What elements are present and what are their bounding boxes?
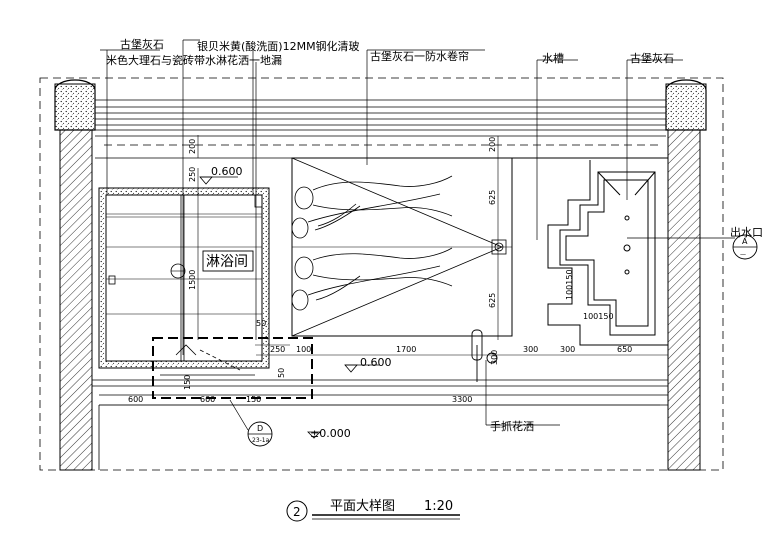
dim-625-top: 625 bbox=[488, 190, 497, 205]
label-shower-room: 淋浴间 bbox=[206, 254, 248, 270]
label-silver-glass: 银贝米黄(酸洗面)12MM钢化清玻 bbox=[197, 39, 360, 53]
dim-300-b: 300 bbox=[560, 345, 575, 354]
section-a-ref: — bbox=[740, 251, 746, 258]
leader-lines bbox=[100, 39, 735, 426]
floor-edge-lines bbox=[92, 379, 668, 470]
dim-100-row: 100 bbox=[296, 345, 311, 354]
section-d-ref: 23-1a bbox=[252, 437, 270, 444]
section-marker-d bbox=[229, 399, 273, 447]
dim-100150-h: 100150 bbox=[583, 312, 614, 321]
shower-room bbox=[98, 187, 270, 369]
label-gubao-stone-right: 古堡灰石 bbox=[630, 51, 674, 65]
faucet-hole bbox=[624, 215, 630, 221]
hand-shower-fixture bbox=[471, 329, 498, 382]
title-number: 2 bbox=[293, 505, 301, 519]
right-column-cap bbox=[665, 83, 707, 131]
dim-1700: 1700 bbox=[396, 345, 416, 354]
section-marker-a bbox=[732, 234, 758, 260]
dim-300-a: 300 bbox=[523, 345, 538, 354]
title-block bbox=[286, 500, 460, 522]
label-hand-shower: 手抓花洒 bbox=[490, 419, 534, 433]
left-column-cap bbox=[54, 83, 96, 131]
faucet-hole-2 bbox=[624, 269, 630, 275]
top-stone-bands bbox=[95, 99, 668, 159]
title-scale: 1:20 bbox=[424, 499, 453, 514]
dimension-texts: 200 250 1500 50 150 50 200 625 625 300 2… bbox=[128, 137, 632, 404]
level-texts: 0.600 0.600 ±0.000 bbox=[211, 165, 392, 440]
dim-650: 650 bbox=[617, 345, 632, 354]
label-beige-marble: 米色大理石与瓷砖带水淋花洒一地漏 bbox=[106, 53, 282, 67]
section-a-letter: A bbox=[742, 237, 748, 246]
dim-200-left: 200 bbox=[188, 139, 197, 154]
material-labels: 古堡灰石 米色大理石与瓷砖带水淋花洒一地漏 银贝米黄(酸洗面)12MM钢化清玻 … bbox=[106, 37, 763, 433]
sink-counter bbox=[512, 157, 669, 346]
dim-625-bottom: 625 bbox=[488, 293, 497, 308]
section-mark-texts: A — D 23-1a bbox=[252, 237, 748, 444]
shower-valve bbox=[254, 194, 263, 208]
dim-250-row: 250 bbox=[270, 345, 285, 354]
level-0000: ±0.000 bbox=[310, 427, 351, 440]
label-sink: 水槽 bbox=[542, 52, 564, 65]
detail-callout-box bbox=[152, 337, 313, 399]
shower-door-handle bbox=[108, 275, 116, 285]
outlet-hole bbox=[623, 244, 631, 252]
dim-50-top: 50 bbox=[256, 319, 266, 328]
outer-dashed-frame bbox=[39, 77, 724, 471]
dim-300-v: 300 bbox=[490, 350, 499, 365]
level-0600-top: 0.600 bbox=[211, 165, 243, 178]
level-0600-mid: 0.600 bbox=[360, 356, 392, 369]
label-gubao-stone-left: 古堡灰石 bbox=[120, 37, 164, 51]
section-d-letter: D bbox=[257, 424, 263, 433]
wash-basin bbox=[559, 171, 656, 336]
dim-600-a: 600 bbox=[128, 395, 143, 404]
dim-200-mid: 200 bbox=[488, 137, 497, 152]
title-text: 平面大样图 bbox=[330, 499, 395, 514]
left-wall bbox=[54, 79, 96, 471]
dim-1500: 1500 bbox=[188, 270, 197, 290]
drawing-frame bbox=[39, 77, 724, 471]
dim-150-left: 150 bbox=[183, 375, 192, 390]
dimension-lines bbox=[99, 135, 668, 406]
label-gubao-waterproof: 古堡灰石一防水卷帘 bbox=[370, 49, 469, 63]
reclining-figure-top bbox=[291, 175, 453, 239]
dim-100150-v: 100150 bbox=[565, 269, 574, 300]
dim-150-row: 150 bbox=[246, 395, 261, 404]
label-outlet: 出水口 bbox=[730, 225, 763, 239]
dim-600-b: 600 bbox=[200, 395, 215, 404]
title-texts: 2 平面大样图 1:20 bbox=[293, 499, 453, 519]
dim-50-right: 50 bbox=[277, 368, 286, 378]
reclining-figure-bottom bbox=[291, 247, 453, 311]
dim-3300: 3300 bbox=[452, 395, 472, 404]
dim-250: 250 bbox=[188, 167, 197, 182]
level-markers bbox=[199, 176, 380, 439]
spa-bed-area bbox=[291, 157, 513, 337]
right-wall bbox=[665, 79, 707, 471]
shower-room-label-box: 淋浴间 bbox=[202, 250, 254, 272]
